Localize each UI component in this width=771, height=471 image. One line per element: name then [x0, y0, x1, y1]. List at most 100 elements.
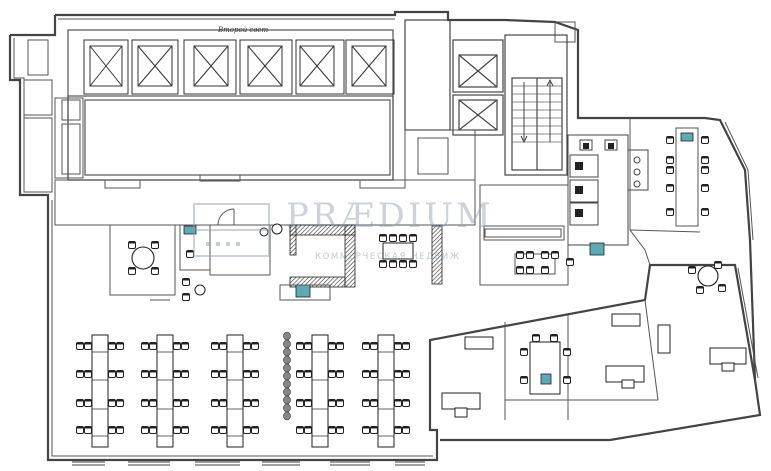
desk-row-table	[91, 334, 109, 448]
planter	[283, 411, 291, 421]
reception-seating	[182, 223, 283, 301]
desk-chair	[108, 399, 116, 407]
desk-chair	[181, 342, 189, 350]
lounge-seats	[516, 251, 574, 274]
desk-chair	[296, 399, 304, 407]
desk-chair	[402, 426, 410, 434]
desk-chair	[304, 426, 312, 434]
desk-row-table	[156, 334, 174, 448]
desk-chair	[108, 426, 116, 434]
watermark-dots	[206, 242, 240, 246]
right-core	[404, 19, 568, 176]
desk-chair	[336, 342, 344, 350]
elevator-1	[83, 39, 129, 95]
desk-chair	[243, 342, 251, 350]
desk-chair	[108, 370, 116, 378]
desk-chair	[328, 370, 336, 378]
meeting-room-left	[109, 224, 176, 301]
elevator-3	[183, 39, 237, 95]
planter	[283, 395, 291, 405]
cabinet-desks	[441, 313, 747, 418]
desk-chair	[76, 399, 84, 407]
desk-chair	[328, 399, 336, 407]
elevator-5	[295, 39, 345, 95]
desk-chair	[149, 399, 157, 407]
desk-chair	[362, 426, 370, 434]
right-office-desks	[666, 136, 709, 216]
left-core-rooms	[23, 39, 84, 193]
desk-chair	[76, 426, 84, 434]
desk-chair	[370, 342, 378, 350]
right-office-accent	[680, 132, 694, 142]
desk-chair	[141, 342, 149, 350]
desk-chair	[362, 342, 370, 350]
desk-chair	[243, 399, 251, 407]
desk-chair	[394, 370, 402, 378]
planter	[283, 379, 291, 389]
desk-chair	[181, 399, 189, 407]
planter	[283, 387, 291, 397]
desk-chair	[141, 426, 149, 434]
stair-arrows	[520, 78, 554, 144]
desk-chair	[149, 342, 157, 350]
elevator-shafts	[83, 39, 395, 95]
desk-chair	[181, 370, 189, 378]
desk-chair	[304, 342, 312, 350]
desk-chair	[328, 342, 336, 350]
desk-chair	[181, 426, 189, 434]
planter	[283, 355, 291, 365]
wc-toilets	[575, 143, 614, 217]
desk-chair	[304, 399, 312, 407]
dining-table	[379, 234, 417, 268]
desk-chair	[394, 426, 402, 434]
desk-chair	[149, 426, 157, 434]
desk-chair	[251, 370, 259, 378]
second-light-label: Второй свет	[217, 26, 269, 34]
desk-row-table	[226, 334, 244, 448]
desk-chair	[394, 342, 402, 350]
planter	[283, 339, 291, 349]
planter	[283, 403, 291, 413]
desk-chair	[370, 426, 378, 434]
watermark-tagline: КОММЕРЧЕСКАЯ НЕДВИЖ	[315, 252, 461, 262]
desk-cluster	[296, 334, 344, 448]
desk-chair	[251, 399, 259, 407]
watermark-logo-text: PRÆDIUM	[286, 196, 494, 236]
desk-chair	[211, 342, 219, 350]
wc-sinks	[589, 242, 605, 256]
desk-chair	[243, 426, 251, 434]
desk-chair	[336, 426, 344, 434]
planter	[283, 363, 291, 373]
lounge-room	[479, 184, 569, 286]
desk-cluster	[76, 334, 124, 448]
desk-cluster	[211, 334, 259, 448]
desk-chair	[173, 426, 181, 434]
desk-chair	[141, 370, 149, 378]
desk-chair	[296, 342, 304, 350]
desk-chair	[336, 399, 344, 407]
desk-row-table	[377, 334, 395, 448]
desk-chair	[84, 342, 92, 350]
desk-row-table	[311, 334, 329, 448]
desk-chair	[402, 370, 410, 378]
desk-cluster	[362, 334, 410, 448]
planter	[283, 347, 291, 357]
meeting-cluster	[520, 334, 571, 395]
elevator-2	[131, 39, 179, 95]
desk-chair	[402, 399, 410, 407]
desk-chair	[211, 370, 219, 378]
desk-chair	[362, 370, 370, 378]
desk-chair	[211, 426, 219, 434]
desk-chair	[211, 399, 219, 407]
desk-chair	[219, 426, 227, 434]
desk-chair	[296, 426, 304, 434]
elevator-6	[345, 39, 395, 95]
elevator-4	[239, 39, 293, 95]
desk-chair	[108, 342, 116, 350]
desk-cluster	[141, 334, 189, 448]
desk-chair	[173, 399, 181, 407]
planter	[283, 371, 291, 381]
cabinets	[504, 299, 659, 420]
desk-chair	[76, 370, 84, 378]
